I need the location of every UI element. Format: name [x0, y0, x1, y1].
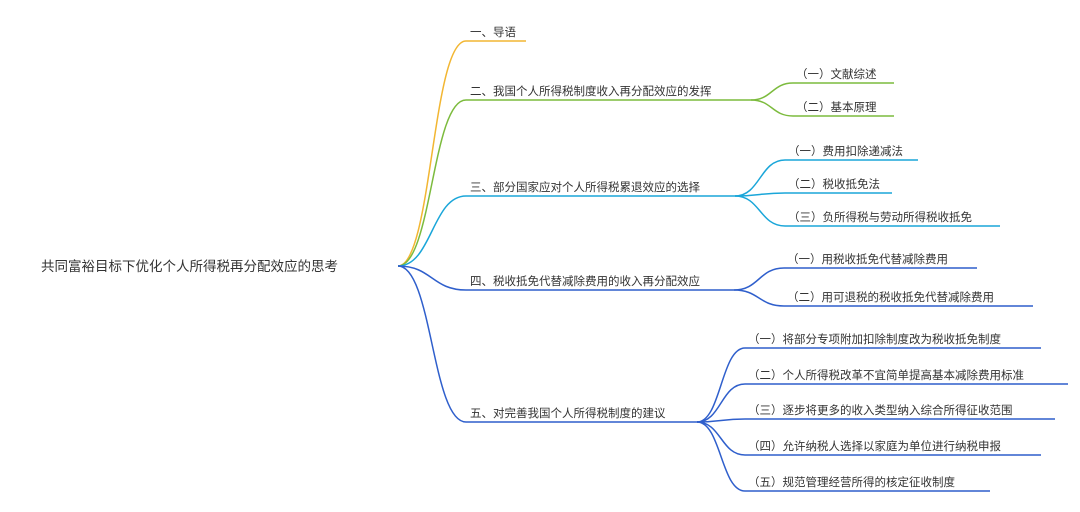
- branch-4-child-2[interactable]: （二）用可退税的税收抵免代替减除费用: [787, 290, 994, 304]
- connector-2-2: [750, 99, 794, 117]
- connector-5-2: [696, 383, 746, 423]
- connector-3-1: [734, 159, 786, 197]
- branch-4-label[interactable]: 四、税收抵免代替减除费用的收入再分配效应: [470, 274, 700, 288]
- branch-5-child-3[interactable]: （三）逐步将更多的收入类型纳入综合所得征收范围: [748, 403, 1013, 417]
- branch-2-label[interactable]: 二、我国个人所得税制度收入再分配效应的发挥: [470, 84, 712, 98]
- root-topic[interactable]: 共同富裕目标下优化个人所得税再分配效应的思考: [41, 259, 338, 275]
- connector-5-5: [696, 421, 746, 492]
- branch-1-label[interactable]: 一、导语: [470, 25, 516, 39]
- branch-3-child-2[interactable]: （二）税收抵免法: [788, 177, 880, 191]
- branch-3-child-3[interactable]: （三）负所得税与劳动所得税收抵免: [788, 210, 972, 224]
- branch-3-child-1[interactable]: （一）费用扣除递减法: [788, 144, 903, 158]
- branch-5-child-1[interactable]: （一）将部分专项附加扣除制度改为税收抵免制度: [748, 332, 1001, 346]
- connector-branch-4: [397, 265, 467, 291]
- branch-5-child-4[interactable]: （四）允许纳税人选择以家庭为单位进行纳税申报: [748, 439, 1001, 453]
- branch-2-child-2[interactable]: （二）基本原理: [796, 100, 877, 114]
- connector-5-1: [696, 347, 746, 423]
- connector-4-1: [733, 267, 785, 291]
- connector-3-3: [734, 195, 786, 227]
- connector-branch-3: [397, 195, 467, 267]
- branch-5-label[interactable]: 五、对完善我国个人所得税制度的建议: [470, 406, 666, 420]
- branch-4-child-1[interactable]: （一）用税收抵免代替减除费用: [787, 252, 948, 266]
- branch-5-child-5[interactable]: （五）规范管理经营所得的核定征收制度: [748, 475, 955, 489]
- connector-4-2: [733, 289, 785, 307]
- connector-branch-2: [397, 99, 467, 267]
- branch-2-child-1[interactable]: （一）文献综述: [796, 67, 877, 81]
- connector-branch-1: [397, 40, 467, 267]
- branch-3-label[interactable]: 三、部分国家应对个人所得税累退效应的选择: [470, 180, 700, 194]
- connector-branch-5: [397, 265, 467, 423]
- connector-2-1: [750, 82, 794, 101]
- connector-5-4: [696, 421, 746, 456]
- branch-5-child-2[interactable]: （二）个人所得税改革不宜简单提高基本减除费用标准: [748, 368, 1024, 382]
